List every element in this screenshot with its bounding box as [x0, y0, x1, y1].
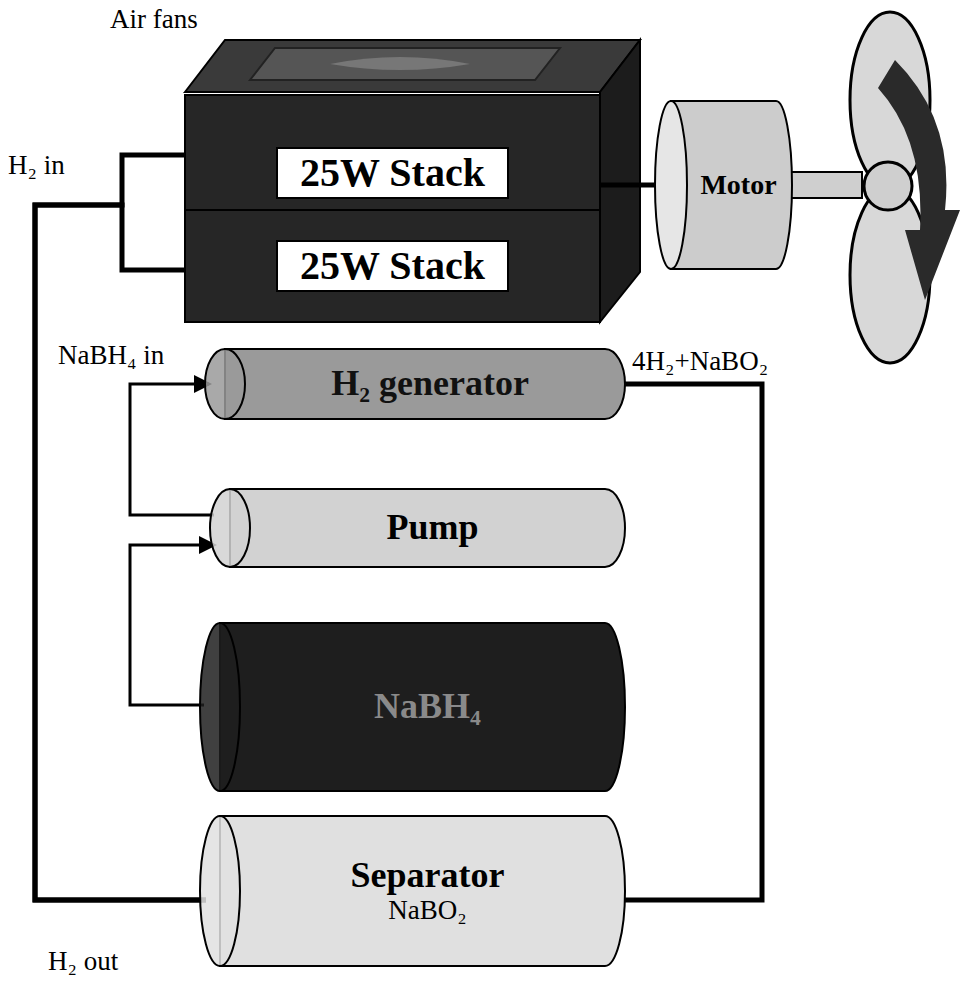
fuel-cell-stack: 25W Stack	[185, 95, 600, 210]
node-label: Motor	[700, 170, 776, 201]
motor: Motor	[655, 100, 792, 270]
pump: Pump	[210, 488, 625, 568]
pipe-connector	[35, 155, 206, 900]
node-sublabel: NaBO₂	[388, 896, 466, 926]
fan-blade	[330, 57, 470, 70]
stack-top-face	[185, 40, 640, 92]
fuel-cell-stack: 25W Stack	[185, 210, 600, 322]
fuel-tank: NaBH₄	[200, 622, 625, 792]
air-fan	[250, 48, 560, 80]
pipe-connector	[600, 183, 655, 188]
port-label: H₂ out	[46, 946, 120, 977]
node-label: 25W Stack	[276, 147, 509, 199]
node-label: H₂ generator	[331, 364, 529, 404]
separator: SeparatorNaBO₂	[200, 815, 625, 967]
stack-side-face	[600, 40, 640, 322]
port-label: H₂ in	[6, 150, 67, 181]
propeller-hub	[864, 162, 912, 210]
pipe-connector	[130, 384, 214, 515]
node-label: 25W Stack	[276, 240, 509, 292]
flow-label: 4H₂+NaBO₂	[630, 346, 770, 377]
node-label: Separator	[351, 856, 505, 896]
annotation: Air fans	[108, 4, 200, 35]
rotation-arrow	[878, 60, 960, 300]
node-label: Pump	[386, 508, 478, 548]
pipe-connector	[625, 384, 762, 900]
port-label: NaBH₄ in	[56, 340, 166, 371]
node-label: NaBH₄	[374, 687, 481, 727]
pipe-connector	[35, 205, 206, 900]
hydrogen-generator: H₂ generator	[205, 348, 625, 420]
